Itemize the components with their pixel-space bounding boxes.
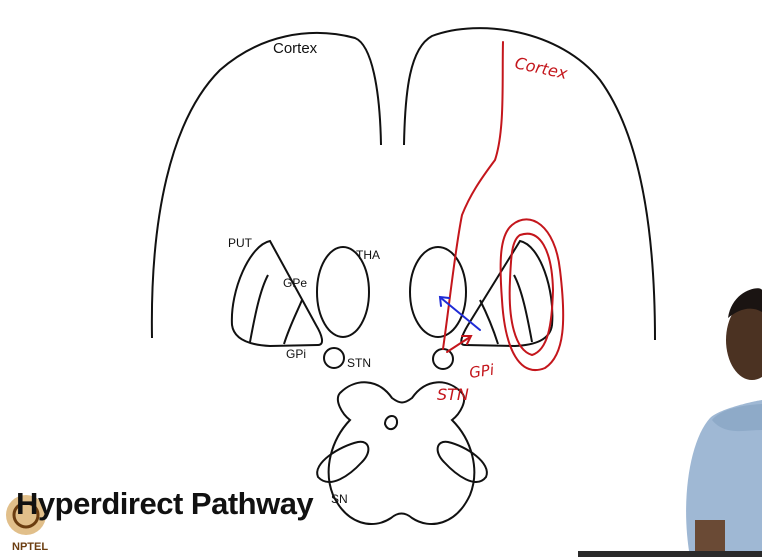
cortex-projection-line	[443, 42, 503, 349]
right-stn-shape	[433, 349, 453, 369]
aqueduct-shape	[385, 416, 397, 429]
cortex-label: Cortex	[273, 40, 318, 57]
cortex-annotation: Cortex	[513, 53, 569, 83]
right-putamen-shape	[461, 241, 552, 346]
presenter-figure	[578, 288, 762, 557]
nptel-logo-text: NPTEL	[12, 541, 48, 553]
right-gpe-divider	[514, 275, 532, 342]
stn-label: STN	[347, 356, 371, 370]
slide-title: Hyperdirect Pathway	[16, 486, 313, 522]
left-gpe-divider	[250, 275, 268, 342]
left-gpi-divider	[284, 300, 302, 344]
gpi-label: GPi	[286, 347, 306, 361]
sn-label: SN	[331, 492, 348, 506]
right-substantia-nigra-shape	[438, 442, 487, 482]
put-label: PUT	[228, 236, 253, 250]
stn-annotation: STN	[437, 385, 469, 404]
right-thalamus-shape	[410, 247, 466, 337]
left-substantia-nigra-shape	[317, 442, 368, 482]
left-stn-shape	[324, 348, 344, 368]
right-gpi-divider	[480, 300, 498, 344]
gpi-annotation: GPi	[468, 361, 496, 382]
gpe-label: GPe	[283, 276, 307, 290]
left-putamen-shape	[232, 241, 322, 346]
tha-label: THA	[356, 248, 380, 262]
left-hemisphere-outline	[152, 33, 381, 338]
